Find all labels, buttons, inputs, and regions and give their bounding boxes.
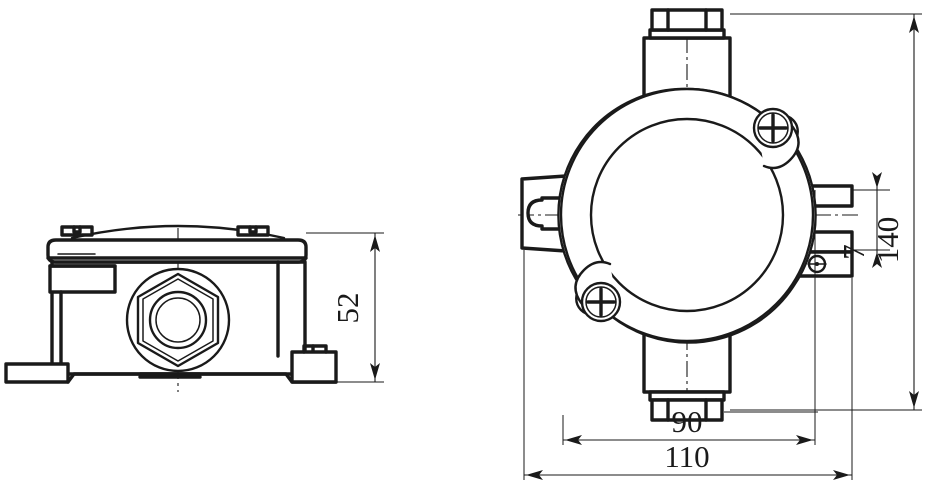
dim-52-arrow-top <box>370 235 380 252</box>
mounting-foot-right-lug <box>302 344 328 354</box>
lid-screw-lower-left-ring <box>585 286 617 318</box>
cable-gland-top <box>642 8 732 115</box>
dim-7-arrow-bottom <box>872 252 882 268</box>
dim-7-label: 7 <box>836 244 871 260</box>
mounting-foot-left <box>4 362 70 384</box>
hex-cable-gland-bore-inner <box>155 297 201 343</box>
dimension-overall-width-110: 110 <box>523 250 853 480</box>
dim-90-arrow-left <box>565 435 582 445</box>
housing-outer-circle <box>559 87 815 343</box>
dim-110-arrow-right <box>833 470 850 480</box>
dim-90-label: 90 <box>672 404 703 439</box>
dim-52-label: 52 <box>330 293 365 324</box>
top-plan-view: 140 7 90 110 <box>518 8 922 480</box>
side-clamp-lug-right-notch <box>248 225 258 234</box>
dimension-overall-length-140: 140 <box>730 13 922 411</box>
lid-screw-lower-left-cross <box>586 287 616 317</box>
dim-7-arrow-top <box>872 172 882 188</box>
dim-140-label: 140 <box>870 217 905 264</box>
lid-screw-upper-right-ring <box>757 112 789 144</box>
dimension-height-52: 52 <box>306 232 384 383</box>
cable-gland-top-nut <box>650 8 724 32</box>
mounting-foot-right <box>290 350 338 384</box>
dim-52-arrow-bottom <box>370 363 380 380</box>
lid-screw-upper-right-cross <box>758 113 788 143</box>
dim-140-arrow-bottom <box>909 391 919 408</box>
dimension-body-width-90: 90 <box>562 190 818 445</box>
side-clamp-lug-left-notch <box>72 225 82 234</box>
cable-gland-bottom-collar <box>648 390 726 402</box>
dim-140-arrow-top <box>909 16 919 33</box>
side-gland-flange-left <box>48 264 117 294</box>
lid-screw-lower-left <box>580 281 622 323</box>
hex-cable-gland-nut-inner <box>142 278 214 362</box>
lid-screw-upper-right <box>752 107 794 149</box>
cable-gland-top-collar <box>648 28 726 40</box>
dim-90-arrow-right <box>796 435 813 445</box>
dimension-bracket-slot-7: 7 <box>836 172 890 268</box>
dim-110-label: 110 <box>664 439 709 474</box>
dim-110-arrow-left <box>526 470 543 480</box>
side-elevation-view: 52 <box>4 224 384 392</box>
housing-lid-circle <box>589 117 785 313</box>
cable-gland-bottom <box>642 316 732 422</box>
hex-cable-gland-bore-outer <box>148 290 208 350</box>
